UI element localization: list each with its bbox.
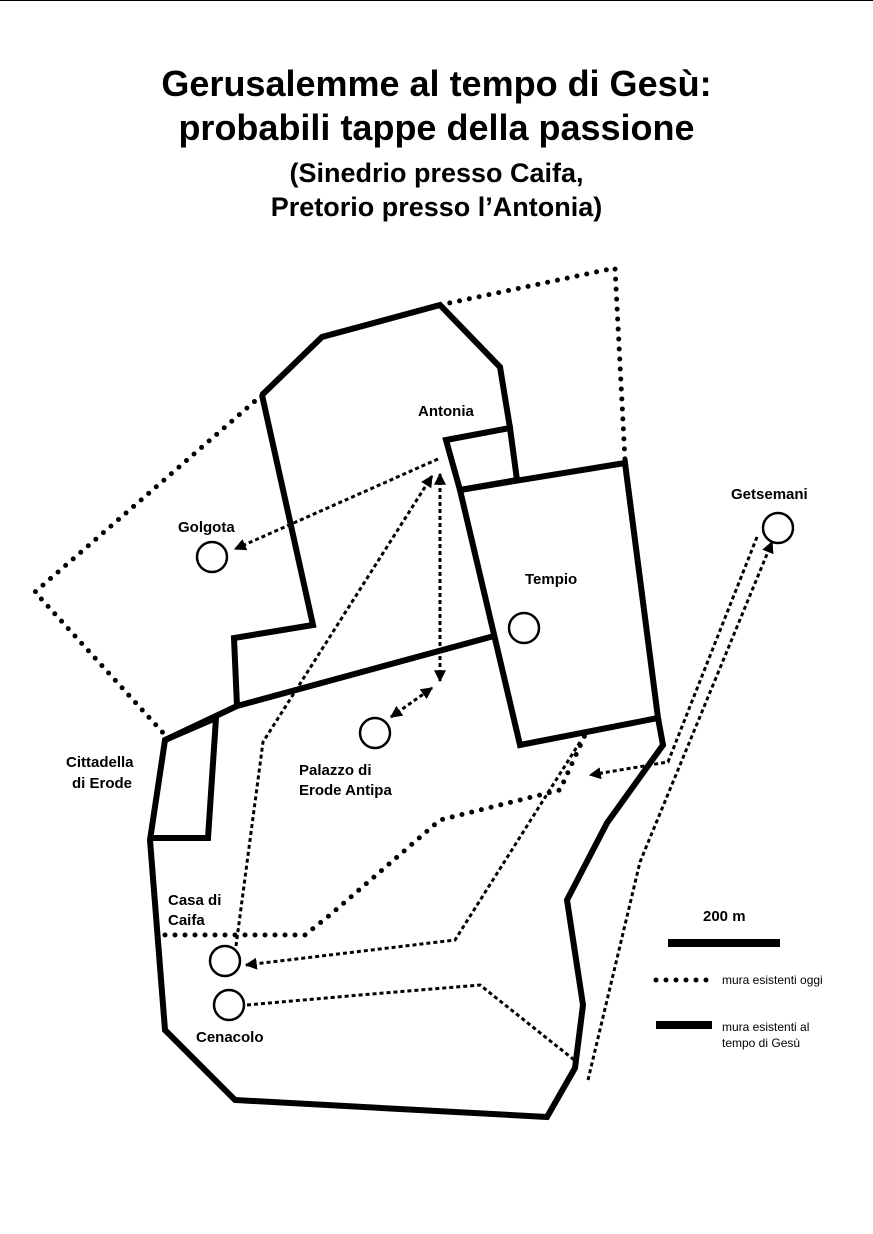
subtitle-line-2: Pretorio presso l’Antonia) <box>270 192 603 222</box>
walls-jesus-time <box>146 301 667 1121</box>
label-getsemani: Getsemani <box>731 486 808 503</box>
legend-walls-jesus-label-line2: tempo di Gesù <box>722 1036 800 1050</box>
getsemani-marker <box>761 511 795 545</box>
route-getsemani-to-temple <box>588 536 759 780</box>
legend-walls-jesus-label-line1: mura esistenti al <box>722 1020 809 1034</box>
title-line-1: Gerusalemme al tempo di Gesù: <box>161 63 712 104</box>
wall-today-northwest <box>32 392 265 738</box>
map-legend: 200 m mura esistenti oggi mura esistenti… <box>653 908 823 1050</box>
wall-today-northeast <box>437 265 628 463</box>
map-title: Gerusalemme al tempo di Gesù: probabili … <box>0 62 873 150</box>
route-antonia-to-golgota <box>233 457 439 551</box>
wall-city-main <box>146 703 667 1121</box>
casa-caifa-marker <box>208 944 242 978</box>
cenacolo-marker <box>212 988 246 1022</box>
sites <box>195 511 795 1022</box>
temple-enclosure <box>456 459 662 749</box>
map-subtitle: (Sinedrio presso Caifa, Pretorio presso … <box>0 156 873 224</box>
label-cittadella-line1: Cittadella <box>66 754 134 771</box>
tempio-marker <box>507 611 541 645</box>
label-golgota: Golgota <box>178 519 235 536</box>
route-cenacolo-to-kidron <box>246 983 579 1065</box>
scale-label: 200 m <box>703 908 746 925</box>
route-temple-to-caifa <box>244 741 582 970</box>
place-labels: Antonia Golgota Tempio Getsemani Palazzo… <box>66 403 808 1046</box>
label-palazzo-line2: Erode Antipa <box>299 782 392 799</box>
label-antonia: Antonia <box>418 403 474 420</box>
label-caifa-line1: Casa di <box>168 892 221 909</box>
golgota-marker <box>195 540 229 574</box>
palazzo-marker <box>358 716 392 750</box>
herod-citadel-walls <box>150 713 220 841</box>
route-kidron-to-getsemani <box>586 540 774 1081</box>
label-cittadella-line2: di Erode <box>72 775 132 792</box>
subtitle-line-1: (Sinedrio presso Caifa, <box>289 158 584 188</box>
top-border-line <box>0 0 873 1</box>
route-palazzo-link <box>390 686 433 719</box>
legend-walls-today-label: mura esistenti oggi <box>722 973 823 987</box>
label-tempio: Tempio <box>525 571 577 588</box>
walls-today <box>32 265 628 938</box>
wall-cross <box>236 633 495 709</box>
wall-north-quarter-west <box>230 394 317 707</box>
passion-route <box>233 457 774 1081</box>
label-caifa-line2: Caifa <box>168 912 205 929</box>
label-palazzo-line1: Palazzo di <box>299 762 372 779</box>
wall-north-quarter <box>259 301 513 429</box>
label-cenacolo: Cenacolo <box>196 1029 264 1046</box>
route-caifa-to-antonia <box>234 474 434 947</box>
title-line-2: probabili tappe della passione <box>178 107 695 148</box>
wall-today-south <box>162 732 588 938</box>
